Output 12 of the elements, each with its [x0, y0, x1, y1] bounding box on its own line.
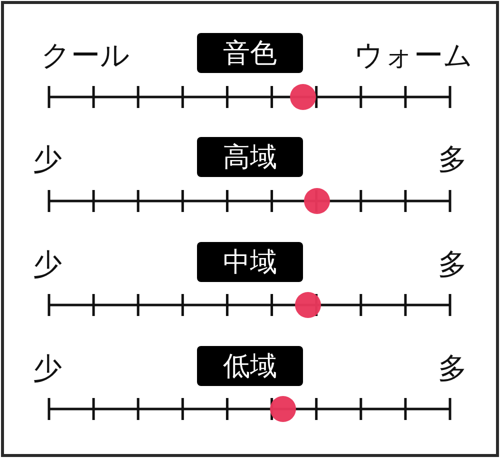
scale-max-label: ウォーム: [354, 40, 473, 70]
category-tag: 音色: [197, 33, 303, 73]
scale-min-label: 少: [33, 250, 62, 278]
scale-min-label: クール: [41, 40, 130, 70]
category-tag: 中域: [197, 242, 303, 282]
scale-max-label: 多: [438, 250, 467, 278]
scale-min-label: 少: [33, 144, 62, 174]
category-tag: 高域: [197, 137, 303, 177]
scale-max-label: 多: [438, 354, 467, 382]
category-tag: 低域: [197, 346, 303, 386]
scale-min-label: 少: [33, 354, 62, 382]
scale-max-label: 多: [438, 144, 467, 174]
